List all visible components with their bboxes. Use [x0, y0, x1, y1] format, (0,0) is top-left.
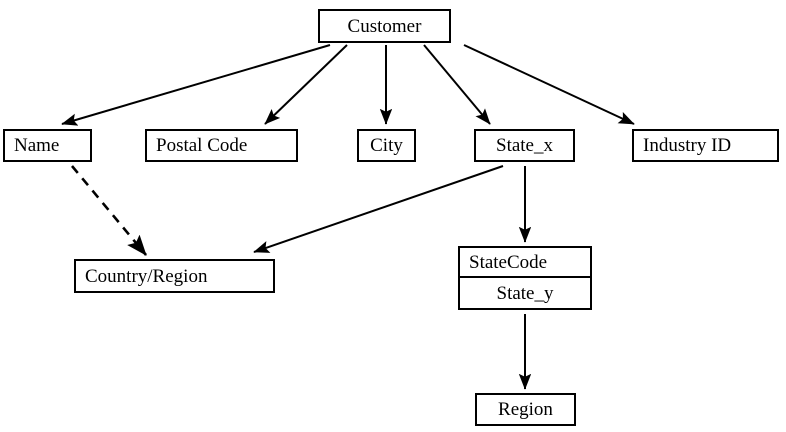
node-city[interactable]: City	[357, 129, 416, 162]
node-customer-label: Customer	[347, 15, 422, 37]
node-region[interactable]: Region	[475, 393, 576, 426]
node-country-region[interactable]: Country/Region	[74, 259, 275, 293]
node-name-label: Name	[14, 135, 60, 156]
node-industry-id-label: Industry ID	[643, 135, 732, 156]
node-industry-id[interactable]: Industry ID	[632, 129, 779, 162]
edge-customer-to-industry-id	[463, 44, 635, 125]
node-country-region-label: Country/Region	[85, 265, 208, 287]
node-postal-code[interactable]: Postal Code	[145, 129, 298, 162]
node-statecode-header: StateCode	[460, 248, 590, 278]
node-state-y-label: State_y	[496, 282, 554, 304]
node-statecode[interactable]: StateCode State_y	[458, 246, 592, 310]
node-postal-code-label: Postal Code	[156, 135, 248, 156]
node-region-label: Region	[498, 399, 553, 420]
edge-state-x-to-country-region	[253, 165, 504, 253]
node-state-y[interactable]: State_y	[460, 278, 590, 308]
node-city-label: City	[370, 135, 403, 156]
node-state-x-label: State_x	[496, 135, 553, 156]
edge-name-to-country-region	[71, 165, 147, 256]
edge-customer-to-name	[61, 44, 331, 126]
node-statecode-header-label: StateCode	[469, 251, 548, 273]
node-customer[interactable]: Customer	[318, 9, 451, 43]
edge-customer-to-postal-code	[264, 44, 348, 125]
node-name[interactable]: Name	[3, 129, 92, 162]
edge-customer-to-state-x	[423, 44, 491, 125]
node-state-x[interactable]: State_x	[474, 129, 575, 162]
